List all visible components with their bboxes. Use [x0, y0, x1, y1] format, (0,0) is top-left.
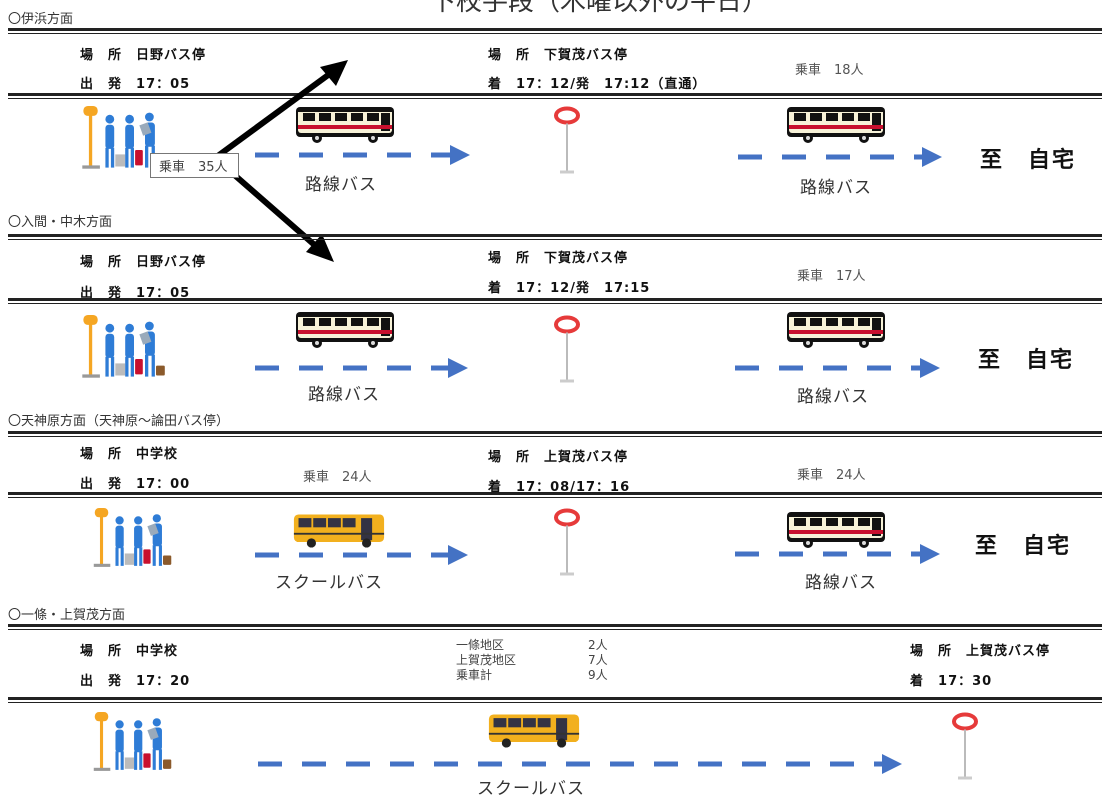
divider: [8, 492, 1102, 498]
page-title: 下校手段（木曜以外の平日）: [430, 0, 769, 17]
people-waiting-icon: [82, 315, 165, 378]
mid-place-label: 場 所 下賀茂バス停: [488, 48, 629, 63]
school-bus-icon: [488, 714, 580, 748]
bus-stop-icon: [554, 315, 580, 383]
people-waiting-icon: [93, 508, 172, 567]
leg2-caption: 路線バス: [800, 178, 872, 198]
route-bus-icon: [787, 312, 885, 348]
mid-time: 17：12/発 17:15: [516, 281, 651, 296]
depart-time: 17：20: [136, 674, 191, 689]
mid-time: 17：08/17：16: [516, 480, 631, 495]
riders-after: 乗車 18人: [795, 63, 864, 78]
end-time: 17：30: [938, 674, 993, 689]
depart-time: 17：05: [136, 286, 191, 301]
from-place: 日野バス停: [136, 255, 207, 270]
from-place: 中学校: [136, 447, 179, 462]
divider: [8, 298, 1102, 304]
mid-place: 下賀茂バス停: [544, 48, 629, 63]
depart-time: 17：05: [136, 77, 191, 92]
depart-label: 出 発 17：05: [80, 286, 191, 301]
leg2-caption: 路線バス: [797, 387, 869, 407]
route-bus-icon: [787, 512, 885, 548]
mid-time-label: 着 17：12/発 17:15: [488, 281, 651, 296]
mid-time: 17：12/発 17:12（直通）: [516, 77, 707, 92]
section-heading-ichijo: 〇一條・上賀茂方面: [8, 608, 126, 623]
riders-after: 乗車 17人: [797, 269, 866, 284]
divider: [8, 93, 1102, 99]
mid-time-label: 着 17：12/発 17:12（直通）: [488, 77, 707, 92]
depart-label: 出 発 17：05: [80, 77, 191, 92]
mid-place: 下賀茂バス停: [544, 251, 629, 266]
place-label: 場 所 日野バス停: [80, 255, 207, 270]
mid-time-label: 着 17：08/17：16: [488, 480, 631, 495]
mid-place-label: 場 所 下賀茂バス停: [488, 251, 629, 266]
leg1-caption: スクールバス: [477, 779, 585, 799]
place-label: 場 所 中学校: [80, 447, 179, 462]
place-label: 場 所 中学校: [80, 644, 179, 659]
divider: [8, 28, 1102, 34]
destination-home: 至 自宅: [978, 348, 1075, 373]
depart-label: 出 発 17：20: [80, 674, 191, 689]
section-heading-tenjinbara: 〇天神原方面（天神原～論田バス停）: [8, 414, 230, 429]
bus-stop-icon: [554, 508, 580, 576]
leg2-caption: 路線バス: [805, 573, 877, 593]
depart-label: 出 発 17：00: [80, 477, 191, 492]
divider: [8, 697, 1102, 703]
end-place: 上賀茂バス停: [966, 644, 1051, 659]
from-place: 中学校: [136, 644, 179, 659]
from-place: 日野バス停: [136, 48, 207, 63]
end-place-label: 場 所 上賀茂バス停: [910, 644, 1051, 659]
end-time-label: 着 17：30: [910, 674, 993, 689]
riders-callout: 乗車 35人: [150, 153, 239, 178]
mid-place: 上賀茂バス停: [544, 450, 629, 465]
leg1-caption: 路線バス: [305, 175, 377, 195]
destination-home: 至 自宅: [975, 534, 1072, 559]
people-waiting-icon: [93, 712, 172, 771]
riders-before: 乗車 24人: [303, 470, 372, 485]
divider: [8, 234, 1102, 240]
school-bus-icon: [293, 514, 385, 548]
depart-time: 17：00: [136, 477, 191, 492]
route-bus-icon: [296, 312, 394, 348]
bus-stop-icon: [952, 712, 978, 780]
divider: [8, 624, 1102, 630]
section-heading-ihama: 〇伊浜方面: [8, 12, 74, 27]
divider: [8, 431, 1102, 437]
section-heading-iruma: 〇入間・中木方面: [8, 215, 113, 230]
mid-place-label: 場 所 上賀茂バス停: [488, 450, 629, 465]
riders-after: 乗車 24人: [797, 468, 866, 483]
place-label: 場 所 日野バス停: [80, 48, 207, 63]
destination-home: 至 自宅: [980, 148, 1077, 173]
leg1-caption: 路線バス: [308, 385, 380, 405]
leg1-caption: スクールバス: [275, 573, 383, 593]
